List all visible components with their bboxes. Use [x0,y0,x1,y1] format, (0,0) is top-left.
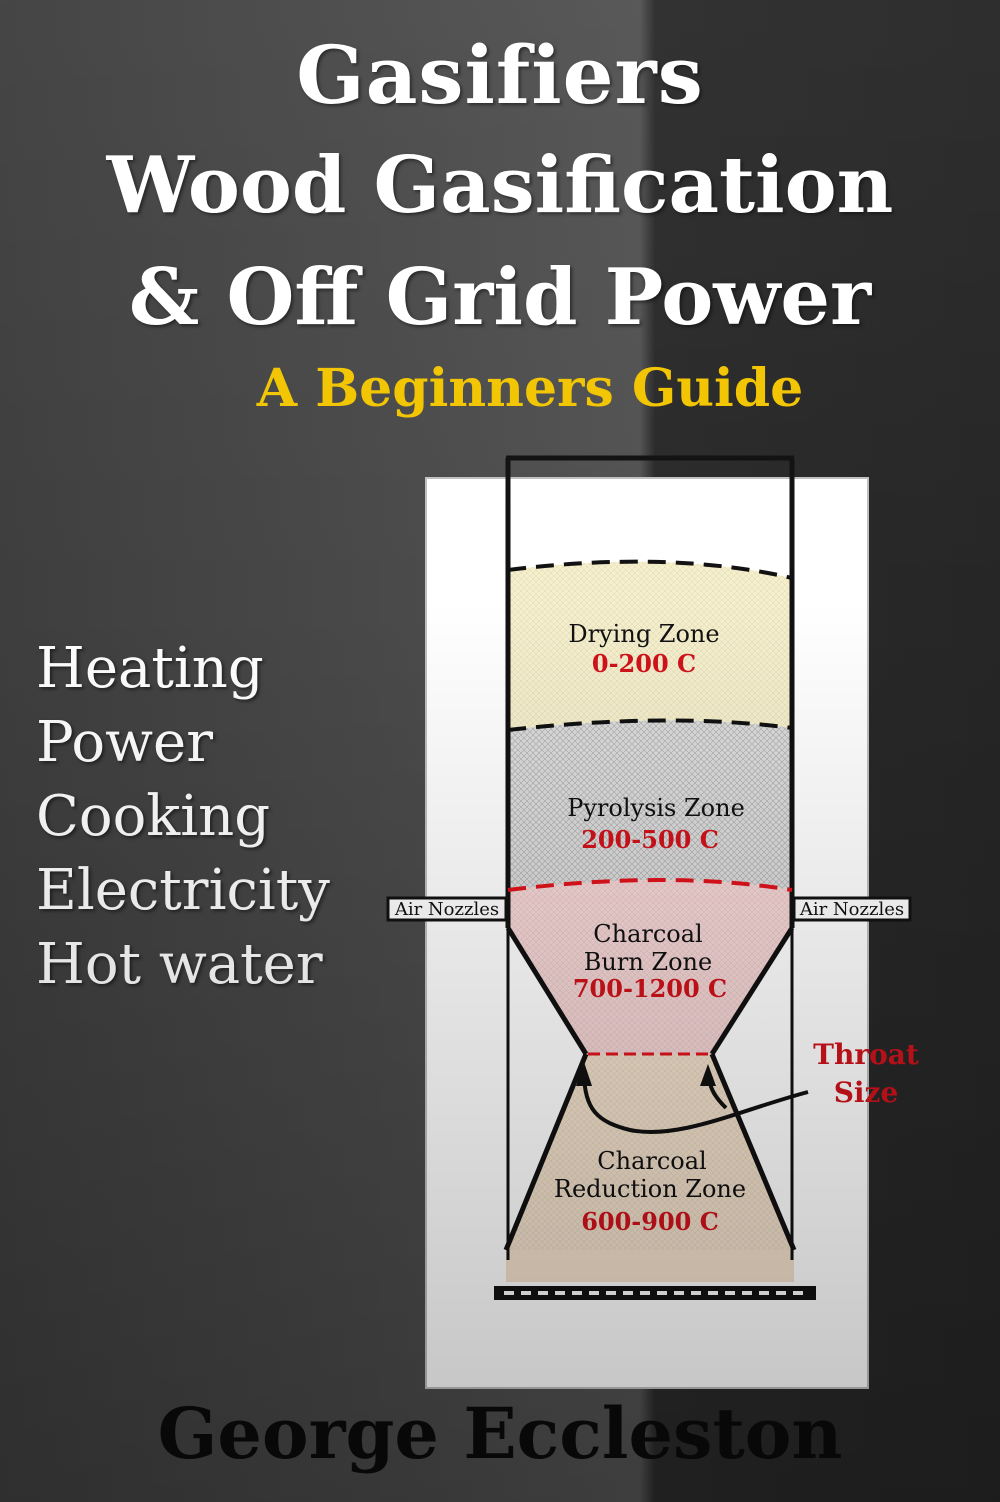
drying-top-boundary [507,559,793,580]
use-item-power: Power [36,710,213,775]
throat-label-line2: Size [834,1076,899,1109]
burn-zone-label-line2: Burn Zone [584,948,712,976]
grate-gap-area [506,1250,794,1282]
burn-zone-texture [508,880,792,1054]
author-name: George Eccleston [157,1392,843,1475]
title-line-3: & Off Grid Power [128,252,872,343]
pyrolysis-burn-boundary [507,878,793,892]
air-nozzle-right [792,896,912,922]
pyrolysis-zone-temp: 200-500 C [581,825,719,854]
drying-zone-temp: 0-200 C [592,649,696,678]
grate [494,1286,816,1300]
subtitle: A Beginners Guide [256,358,804,419]
air-nozzle-right-label: Air Nozzles [799,899,904,920]
drying-zone-label: Drying Zone [568,620,719,648]
reduction-wall-right [709,1053,797,1251]
use-item-heating: Heating [36,636,264,701]
reduction-zone-label-line1: Charcoal [597,1147,706,1175]
throat-arrow-left [576,1062,592,1086]
throat-label-line1: Throat [813,1038,919,1071]
pyrolysis-zone-label: Pyrolysis Zone [567,794,745,822]
burn-zone-temp: 700-1200 C [573,974,727,1003]
pyrolysis-zone-texture [508,720,792,890]
gasifier-diagram: Air Nozzles Air Nozzles Drying Zone 0-20… [386,455,919,1389]
drying-zone-texture [508,561,792,730]
use-item-electricity: Electricity [36,858,330,923]
uses-list: Heating Power Cooking Electricity Hot wa… [36,632,330,1002]
throat-wall-left [505,926,589,1056]
throat-wall-right [709,926,795,1056]
throat-arrow-right [700,1064,716,1086]
title-line-2: Wood Gasification [106,140,894,231]
reduction-wall-left [503,1053,589,1251]
use-item-cooking: Cooking [36,784,271,849]
use-item-hot-water: Hot water [36,932,323,997]
burn-zone-label-line1: Charcoal [593,920,702,948]
throat-pointer-curve [582,1071,809,1134]
reduction-zone-temp: 600-900 C [581,1207,719,1236]
title-line-1: Gasifiers [296,28,704,122]
air-nozzle-left [386,896,508,922]
air-nozzle-left-label: Air Nozzles [394,899,499,920]
reduction-zone-label-line2: Reduction Zone [554,1175,746,1203]
drying-pyrolysis-boundary [507,718,793,732]
